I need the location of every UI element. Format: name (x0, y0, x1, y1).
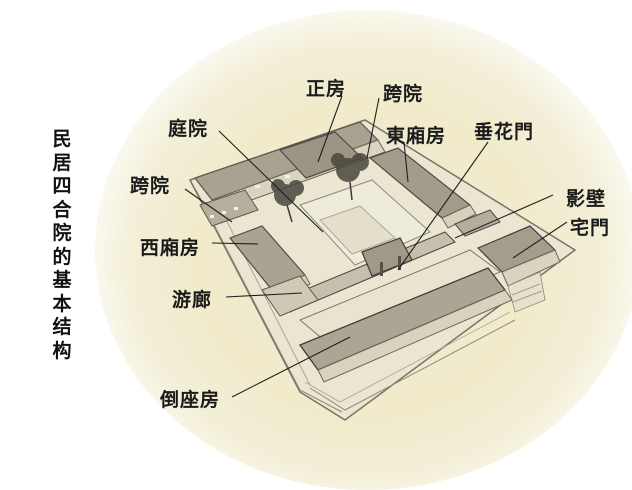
leader-chuihuamen (397, 141, 489, 271)
label-dongxiangfang: 東廂房 (386, 125, 447, 147)
chuihuamen-gate (361, 237, 413, 277)
label-kuayuan-top: 跨院 (383, 83, 424, 105)
title-char: 合 (52, 198, 72, 221)
youlang-corridor (261, 275, 319, 317)
leader-lines (184, 95, 568, 398)
label-youlang: 游廊 (172, 289, 213, 311)
diagram-title-vertical: 民 居 四 合 院 的 基 本 结 构 (50, 128, 74, 363)
leader-zhengfang (317, 95, 343, 163)
leader-youlang (225, 292, 303, 298)
label-chuihuamen: 垂花門 (474, 121, 535, 143)
leader-xixiangfang (211, 242, 259, 245)
title-char: 本 (52, 292, 72, 315)
title-char: 院 (52, 222, 72, 244)
title-char: 的 (52, 245, 72, 268)
leader-zhaimen (512, 221, 568, 259)
leader-kuayuan-top (366, 97, 380, 159)
label-yingbi: 影壁 (566, 188, 607, 210)
title-char: 基 (52, 269, 72, 291)
title-char: 民 (52, 128, 72, 150)
leader-dongxiangfang (403, 141, 409, 183)
title-char: 居 (52, 151, 72, 174)
label-daozuofang: 倒座房 (160, 389, 221, 411)
leader-daozuofang (231, 336, 351, 398)
leader-kuayuan-left (184, 188, 233, 223)
yingbi-screen-wall (454, 209, 501, 237)
label-kuayuan-left: 跨院 (130, 175, 171, 197)
label-zhaimen: 宅門 (570, 217, 611, 239)
title-char: 结 (52, 316, 72, 338)
label-xixiangfang: 西廂房 (140, 237, 201, 259)
left-kuayuan-roof (199, 189, 259, 227)
label-tingyuan: 庭院 (168, 118, 209, 140)
label-zhengfang: 正房 (306, 78, 347, 100)
leader-tingyuan (218, 130, 324, 233)
title-char: 构 (52, 339, 72, 362)
title-char: 四 (52, 175, 72, 197)
leader-yingbi (454, 194, 554, 239)
